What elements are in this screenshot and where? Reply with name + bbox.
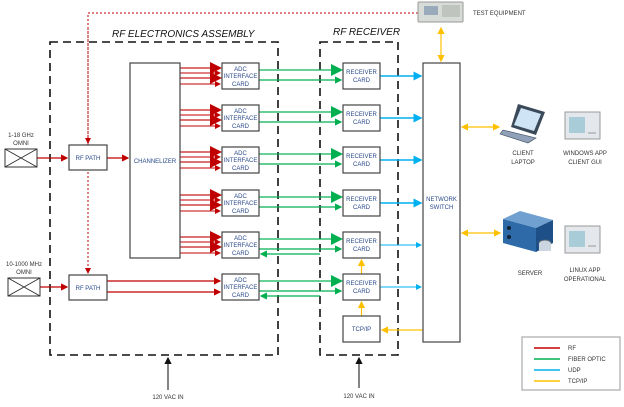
rf-electronics-assembly-title: RF ELECTRONICS ASSEMBLY	[112, 29, 256, 40]
adc-card-label-line1: ADC	[234, 194, 247, 200]
receiver-card-label-line2: CARD	[353, 120, 371, 126]
receiver-card-label-line2: CARD	[353, 247, 371, 253]
test-equipment-label: TEST EQUIPMENT	[473, 11, 526, 17]
adc-card-label-line3: CARD	[232, 209, 250, 215]
adc-interface-card-4	[221, 189, 260, 217]
server-label: SERVER	[518, 271, 543, 277]
adc-card-label-line2: INTERFACE	[224, 201, 258, 207]
windows-app-label-1: WINDOWS APP	[563, 151, 607, 157]
rf-path-box-2	[68, 274, 108, 301]
receiver-card-label-line1: RECEIVER	[346, 239, 377, 245]
tcpip-box-label: TCP/IP	[352, 327, 371, 333]
antenna-1-type: OMNI	[13, 141, 29, 147]
receiver-card-label-line2: CARD	[353, 162, 371, 168]
rf-receiver-boundary	[319, 41, 399, 356]
windows-app-window-icon	[564, 111, 601, 140]
antenna-1-band: 1-18 GHz	[8, 133, 34, 139]
adc-card-label-line1: ADC	[234, 236, 247, 242]
adc-interface-card-6	[221, 273, 260, 301]
rf-receiver-title: RF RECEIVER	[333, 27, 400, 38]
adc-card-label-line2: INTERFACE	[224, 74, 258, 80]
adc-card-label-line1: ADC	[234, 109, 247, 115]
receiver-card-4	[342, 189, 381, 217]
legend-label: TCP/IP	[568, 379, 587, 385]
laptop-icon	[499, 104, 545, 144]
adc-card-label-line1: ADC	[234, 67, 247, 73]
receiver-card-6	[342, 273, 381, 301]
rf-path-2-label: RF PATH	[76, 286, 101, 292]
network-switch-box	[422, 62, 461, 343]
client-laptop-label-1: CLIENT	[512, 151, 534, 157]
network-switch-label-2: SWITCH	[430, 205, 454, 211]
power-label-2: 120 VAC IN	[343, 394, 374, 400]
adc-interface-card-2	[221, 104, 260, 132]
rf-path-1-label: RF PATH	[76, 156, 101, 162]
receiver-card-2	[342, 104, 381, 132]
tcpip-box	[342, 315, 381, 343]
receiver-card-3	[342, 146, 381, 174]
adc-card-label-line2: INTERFACE	[224, 158, 258, 164]
rf-electronics-assembly-boundary	[49, 41, 279, 356]
channelizer-box	[129, 62, 181, 259]
adc-interface-card-5	[221, 231, 260, 259]
adc-card-label-line2: INTERFACE	[224, 285, 258, 291]
antenna-2-band: 10-1000 MHz	[6, 262, 42, 268]
linux-app-label-1: LINUX APP	[569, 268, 600, 274]
legend-label: RF	[568, 346, 576, 352]
antenna-icon-2	[7, 277, 41, 297]
adc-interface-card-1	[221, 62, 260, 90]
receiver-card-label-line1: RECEIVER	[346, 197, 377, 203]
windows-app-label-2: CLIENT GUI	[568, 160, 602, 166]
adc-card-label-line2: INTERFACE	[224, 243, 258, 249]
test-equipment-icon	[417, 1, 464, 23]
adc-card-label-line3: CARD	[232, 82, 250, 88]
legend-label: UDP	[568, 368, 581, 374]
adc-card-label-line3: CARD	[232, 251, 250, 257]
linux-app-window-icon	[564, 225, 601, 254]
adc-interface-card-3	[221, 146, 260, 174]
receiver-card-label-line2: CARD	[353, 289, 371, 295]
adc-card-label-line1: ADC	[234, 151, 247, 157]
adc-card-label-line3: CARD	[232, 293, 250, 299]
power-label-1: 120 VAC IN	[152, 395, 183, 401]
linux-app-label-2: OPERATIONAL	[564, 277, 607, 283]
adc-card-label-line1: ADC	[234, 278, 247, 284]
adc-card-label-line3: CARD	[232, 124, 250, 130]
receiver-card-label-line1: RECEIVER	[346, 70, 377, 76]
channelizer-label: CHANNELIZER	[134, 159, 177, 165]
receiver-card-label-line1: RECEIVER	[346, 112, 377, 118]
antenna-icon-1	[4, 148, 38, 168]
adc-card-label-line3: CARD	[232, 166, 250, 172]
receiver-card-label-line1: RECEIVER	[346, 154, 377, 160]
rf-path-box-1	[68, 144, 108, 171]
server-icon	[503, 211, 553, 252]
client-laptop-label-2: LAPTOP	[511, 160, 535, 166]
receiver-card-5	[342, 231, 381, 259]
adc-card-label-line2: INTERFACE	[224, 116, 258, 122]
antenna-2-type: OMNI	[16, 270, 32, 276]
receiver-card-label-line2: CARD	[353, 78, 371, 84]
receiver-card-label-line2: CARD	[353, 205, 371, 211]
receiver-card-label-line1: RECEIVER	[346, 281, 377, 287]
network-switch-label-1: NETWORK	[426, 197, 457, 203]
receiver-card-1	[342, 62, 381, 90]
legend-label: FIBER OPTIC	[568, 357, 606, 363]
